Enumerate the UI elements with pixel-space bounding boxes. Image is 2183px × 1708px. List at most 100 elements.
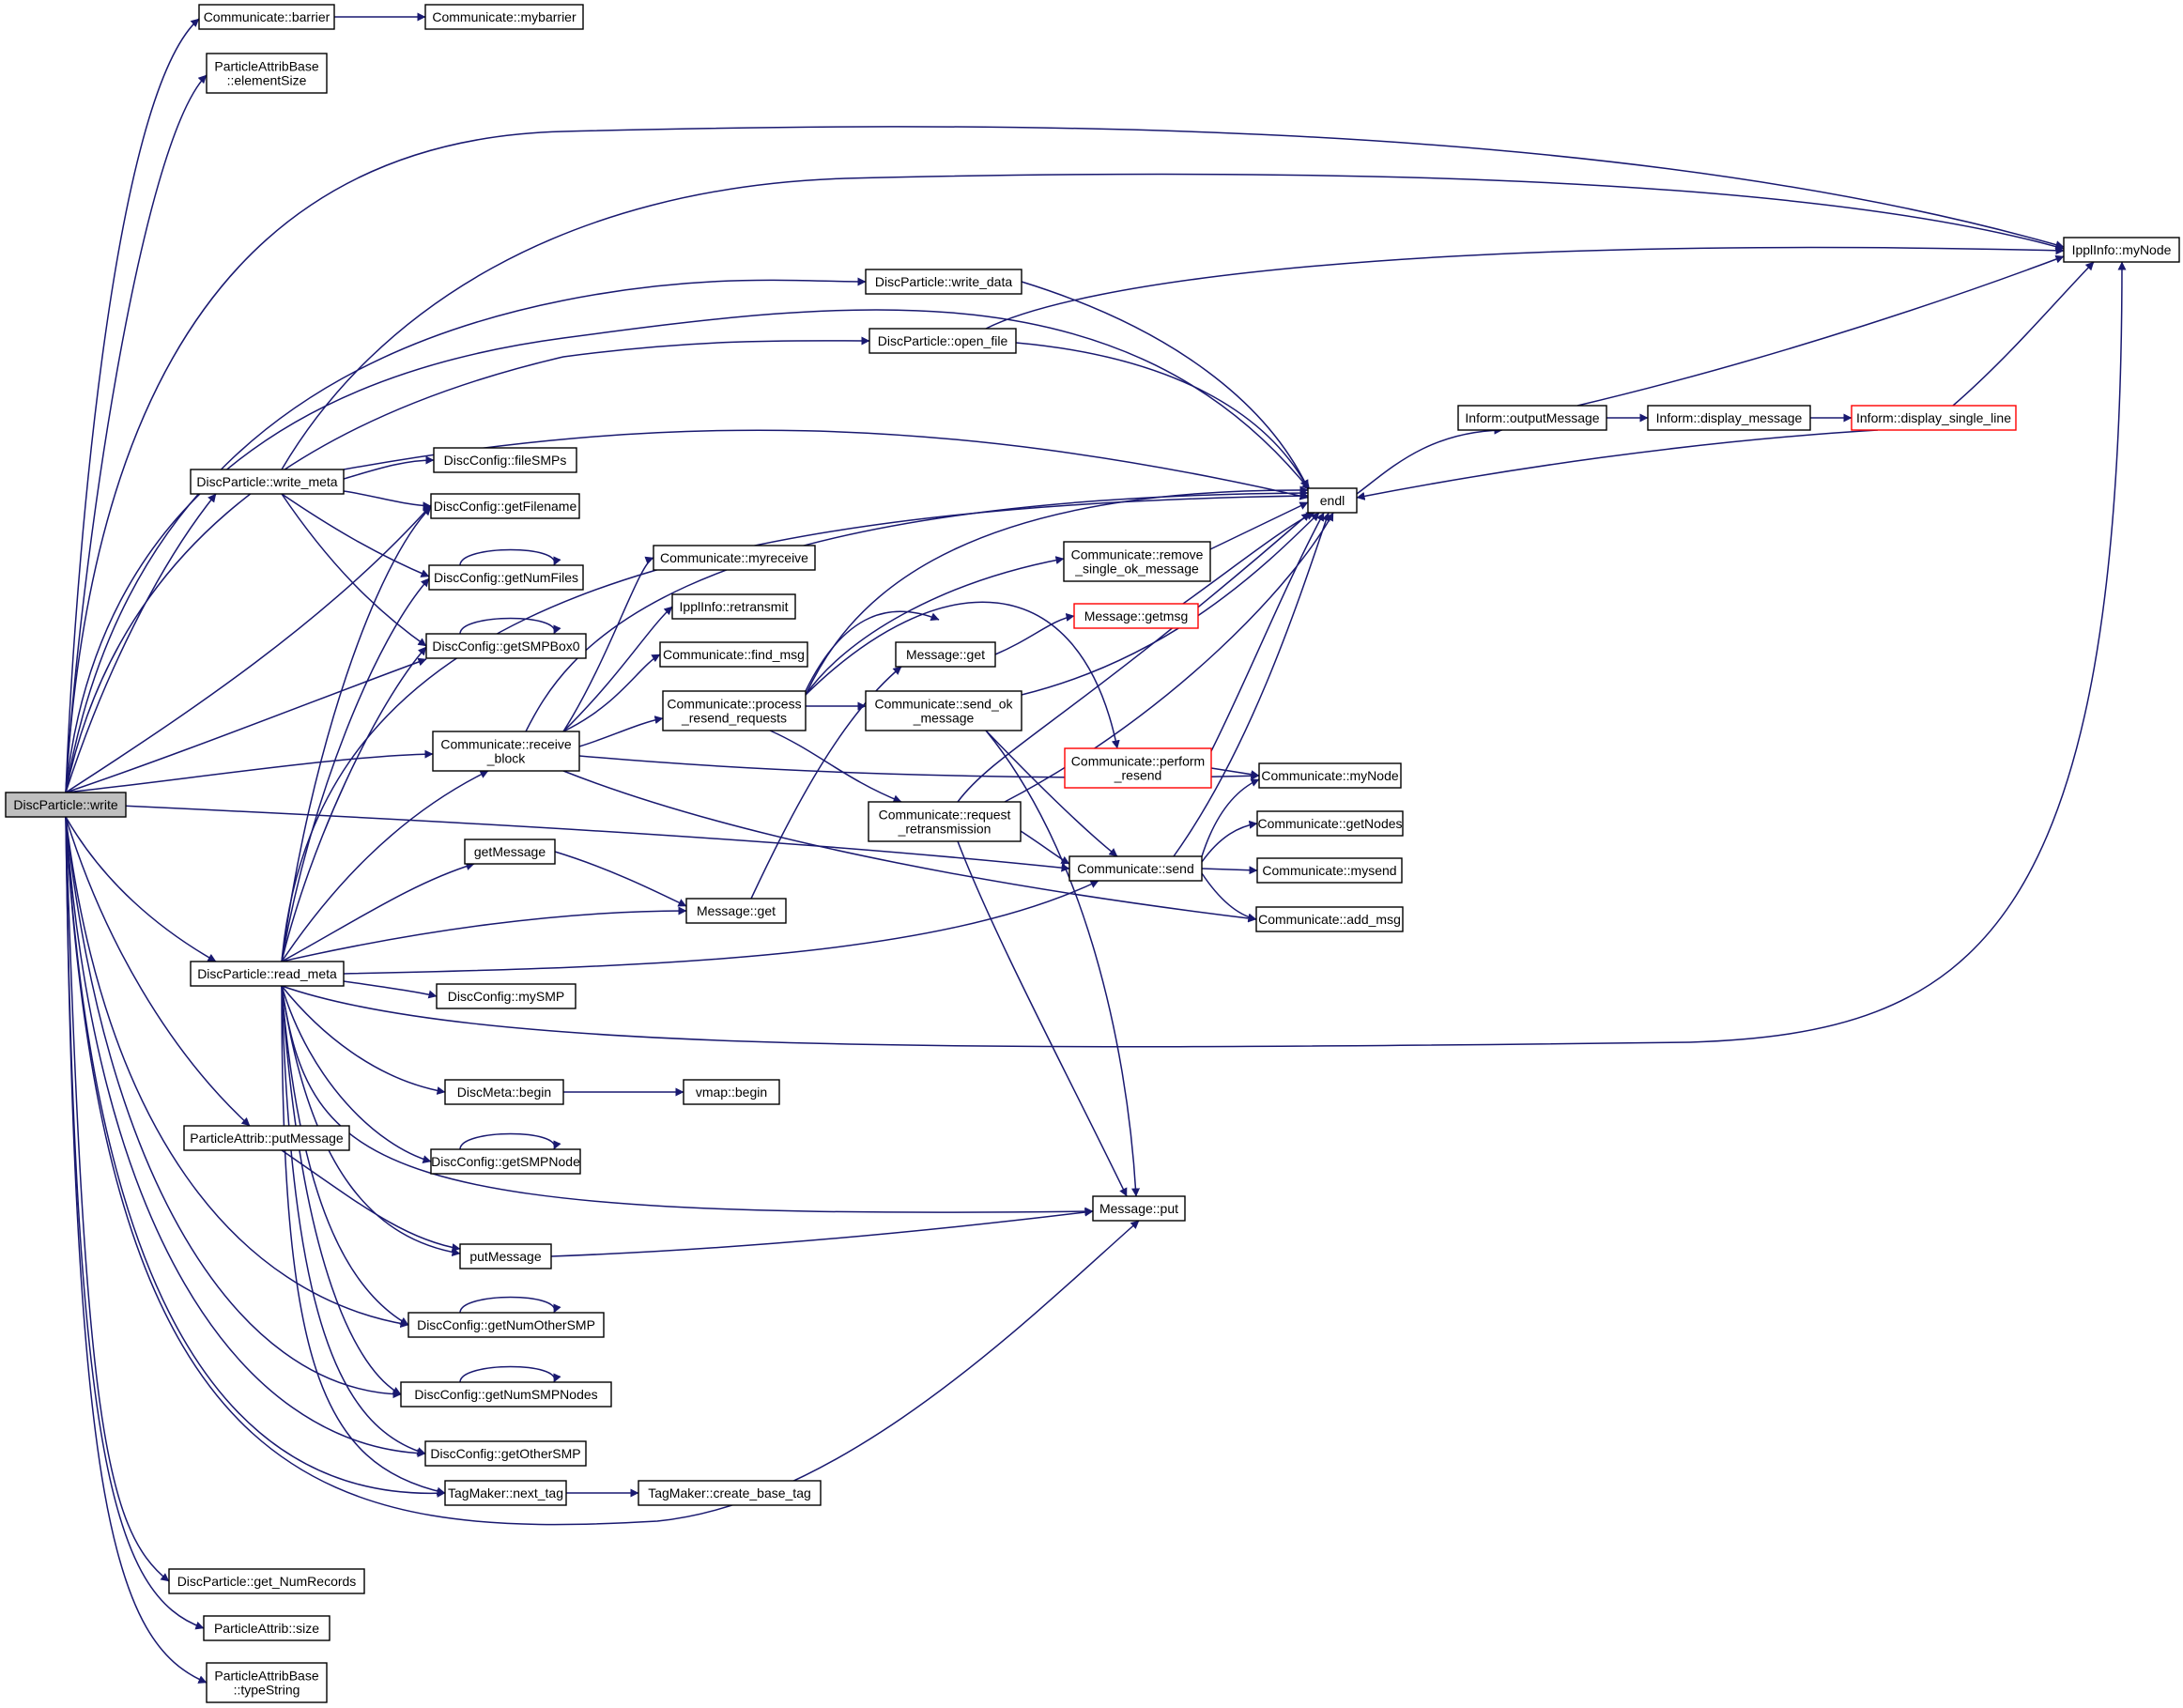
node-mysend[interactable]: Communicate::mysend [1256, 857, 1403, 884]
node-msgget1[interactable]: Message::get [895, 641, 996, 668]
node-type-string[interactable]: ParticleAttribBase::typeString [206, 1662, 328, 1703]
node-write[interactable]: DiscParticle::write [5, 792, 127, 818]
call-edge [65, 816, 208, 1684]
node-label: putMessage [469, 1249, 541, 1264]
node-write-data[interactable]: DiscParticle::write_data [865, 269, 1022, 295]
node-mybarrier[interactable]: Communicate::mybarrier [424, 4, 584, 30]
node-attrib-size[interactable]: ParticleAttrib::size [203, 1615, 331, 1641]
node-get-smpnode[interactable]: DiscConfig::getSMPNode [430, 1148, 581, 1175]
node-get-num-files[interactable]: DiscConfig::getNumFiles [428, 564, 584, 591]
call-edge [1173, 512, 1330, 857]
node-label: _retransmission [898, 822, 992, 837]
call-edge [281, 985, 432, 1163]
call-edge [65, 277, 867, 793]
node-write-meta[interactable]: DiscParticle::write_meta [190, 469, 345, 495]
node-label: IpplInfo::myNode [2072, 242, 2172, 257]
node-get-message[interactable]: getMessage [464, 839, 556, 865]
node-my-smp[interactable]: DiscConfig::mySMP [436, 983, 576, 1009]
call-edge [1021, 281, 1309, 489]
call-edge [578, 716, 664, 747]
node-read-meta[interactable]: DiscParticle::read_meta [190, 961, 345, 987]
node-barrier[interactable]: Communicate::barrier [198, 4, 335, 30]
node-send-ok[interactable]: Communicate::send_ok_message [865, 690, 1022, 731]
call-edge [1210, 767, 1260, 779]
node-get-filename[interactable]: DiscConfig::getFilename [430, 493, 580, 519]
node-get-smpbox0[interactable]: DiscConfig::getSMPBox0 [425, 633, 587, 659]
call-edge [65, 504, 432, 793]
node-label: ParticleAttrib::putMessage [190, 1131, 344, 1146]
call-edge [554, 851, 687, 907]
call-edge [985, 730, 1118, 857]
node-label: Inform::display_message [1656, 410, 1803, 425]
call-edge [1356, 425, 1503, 495]
call-edge [65, 816, 251, 1127]
node-box [464, 839, 556, 865]
call-edge [65, 816, 217, 962]
node-box [436, 983, 576, 1009]
node-find-msg[interactable]: Communicate::find_msg [659, 641, 808, 668]
node-get-num-records[interactable]: DiscParticle::get_NumRecords [168, 1568, 365, 1594]
node-request-retrans[interactable]: Communicate::request_retransmission [868, 801, 1022, 842]
node-attrib-put-message[interactable]: ParticleAttrib::putMessage [183, 1125, 350, 1151]
node-box [432, 731, 580, 772]
node-add-msg[interactable]: Communicate::add_msg [1255, 906, 1404, 932]
node-label: DiscConfig::getNumOtherSMP [417, 1317, 595, 1332]
node-myreceive[interactable]: Communicate::myreceive [653, 545, 816, 571]
node-remove-ok[interactable]: Communicate::remove_single_ok_message [1063, 541, 1211, 582]
node-msgget2[interactable]: Message::get [685, 898, 787, 924]
node-box [865, 690, 1022, 731]
node-display-single-line[interactable]: Inform::display_single_line [1851, 405, 2017, 431]
node-box [1457, 405, 1607, 431]
node-meta-begin[interactable]: DiscMeta::begin [444, 1079, 564, 1105]
node-box [638, 1480, 822, 1506]
node-retransmit[interactable]: IpplInfo::retransmit [671, 593, 796, 620]
node-label: Communicate::myNode [1261, 768, 1398, 783]
node-box [683, 1079, 780, 1105]
call-edge [281, 173, 2065, 470]
node-label: _resend_requests [681, 711, 787, 726]
node-label: DiscParticle::write [13, 797, 117, 812]
call-edge [65, 816, 446, 1498]
node-element-size[interactable]: ParticleAttribBase::elementSize [206, 53, 328, 94]
node-label: Communicate::request [879, 808, 1011, 823]
call-edge [1021, 512, 1320, 696]
call-edges [65, 12, 2127, 1684]
node-get-num-other-smp[interactable]: DiscConfig::getNumOtherSMP [407, 1312, 605, 1338]
node-get-other-smp[interactable]: DiscConfig::getOtherSMP [424, 1440, 587, 1467]
node-box [653, 545, 816, 571]
node-put-message[interactable]: putMessage [459, 1243, 552, 1269]
node-send[interactable]: Communicate::send [1068, 855, 1203, 882]
node-output-message[interactable]: Inform::outputMessage [1457, 405, 1607, 431]
node-my-node-ippl[interactable]: IpplInfo::myNode [2063, 237, 2180, 263]
node-process-resend[interactable]: Communicate::process_resend_requests [662, 690, 807, 731]
node-file-smps[interactable]: DiscConfig::fileSMPs [433, 447, 577, 473]
node-msgput[interactable]: Message::put [1092, 1195, 1186, 1222]
node-get-nodes[interactable]: Communicate::getNodes [1256, 810, 1404, 837]
node-box [1647, 405, 1811, 431]
node-box [425, 633, 587, 659]
node-box [1255, 906, 1404, 932]
call-edge [985, 246, 2065, 330]
node-getmsg[interactable]: Message::getmsg [1073, 603, 1199, 629]
node-get-num-smpnodes[interactable]: DiscConfig::getNumSMPNodes [400, 1381, 612, 1408]
call-edge [562, 556, 654, 732]
call-edge [119, 805, 1070, 872]
call-edge [459, 1365, 561, 1383]
call-edge [281, 985, 426, 1455]
node-perform-resend[interactable]: Communicate::perform_resend [1064, 747, 1212, 789]
node-box [424, 4, 584, 30]
node-vmap-begin[interactable]: vmap::begin [683, 1079, 780, 1105]
node-create-base-tag[interactable]: TagMaker::create_base_tag [638, 1480, 822, 1506]
node-receive-block[interactable]: Communicate::receive_block [432, 731, 580, 772]
node-display-message[interactable]: Inform::display_message [1647, 405, 1811, 431]
node-next-tag[interactable]: TagMaker::next_tag [444, 1480, 567, 1506]
node-box [400, 1381, 612, 1408]
node-endl[interactable]: endl [1307, 487, 1358, 514]
node-open-file[interactable]: DiscParticle::open_file [869, 328, 1017, 354]
node-my-node-comm[interactable]: Communicate::myNode [1258, 762, 1402, 789]
node-label: DiscConfig::getFilename [434, 499, 577, 514]
node-box [662, 690, 807, 731]
call-edge [65, 493, 217, 793]
node-label: Communicate::receive [440, 737, 571, 752]
